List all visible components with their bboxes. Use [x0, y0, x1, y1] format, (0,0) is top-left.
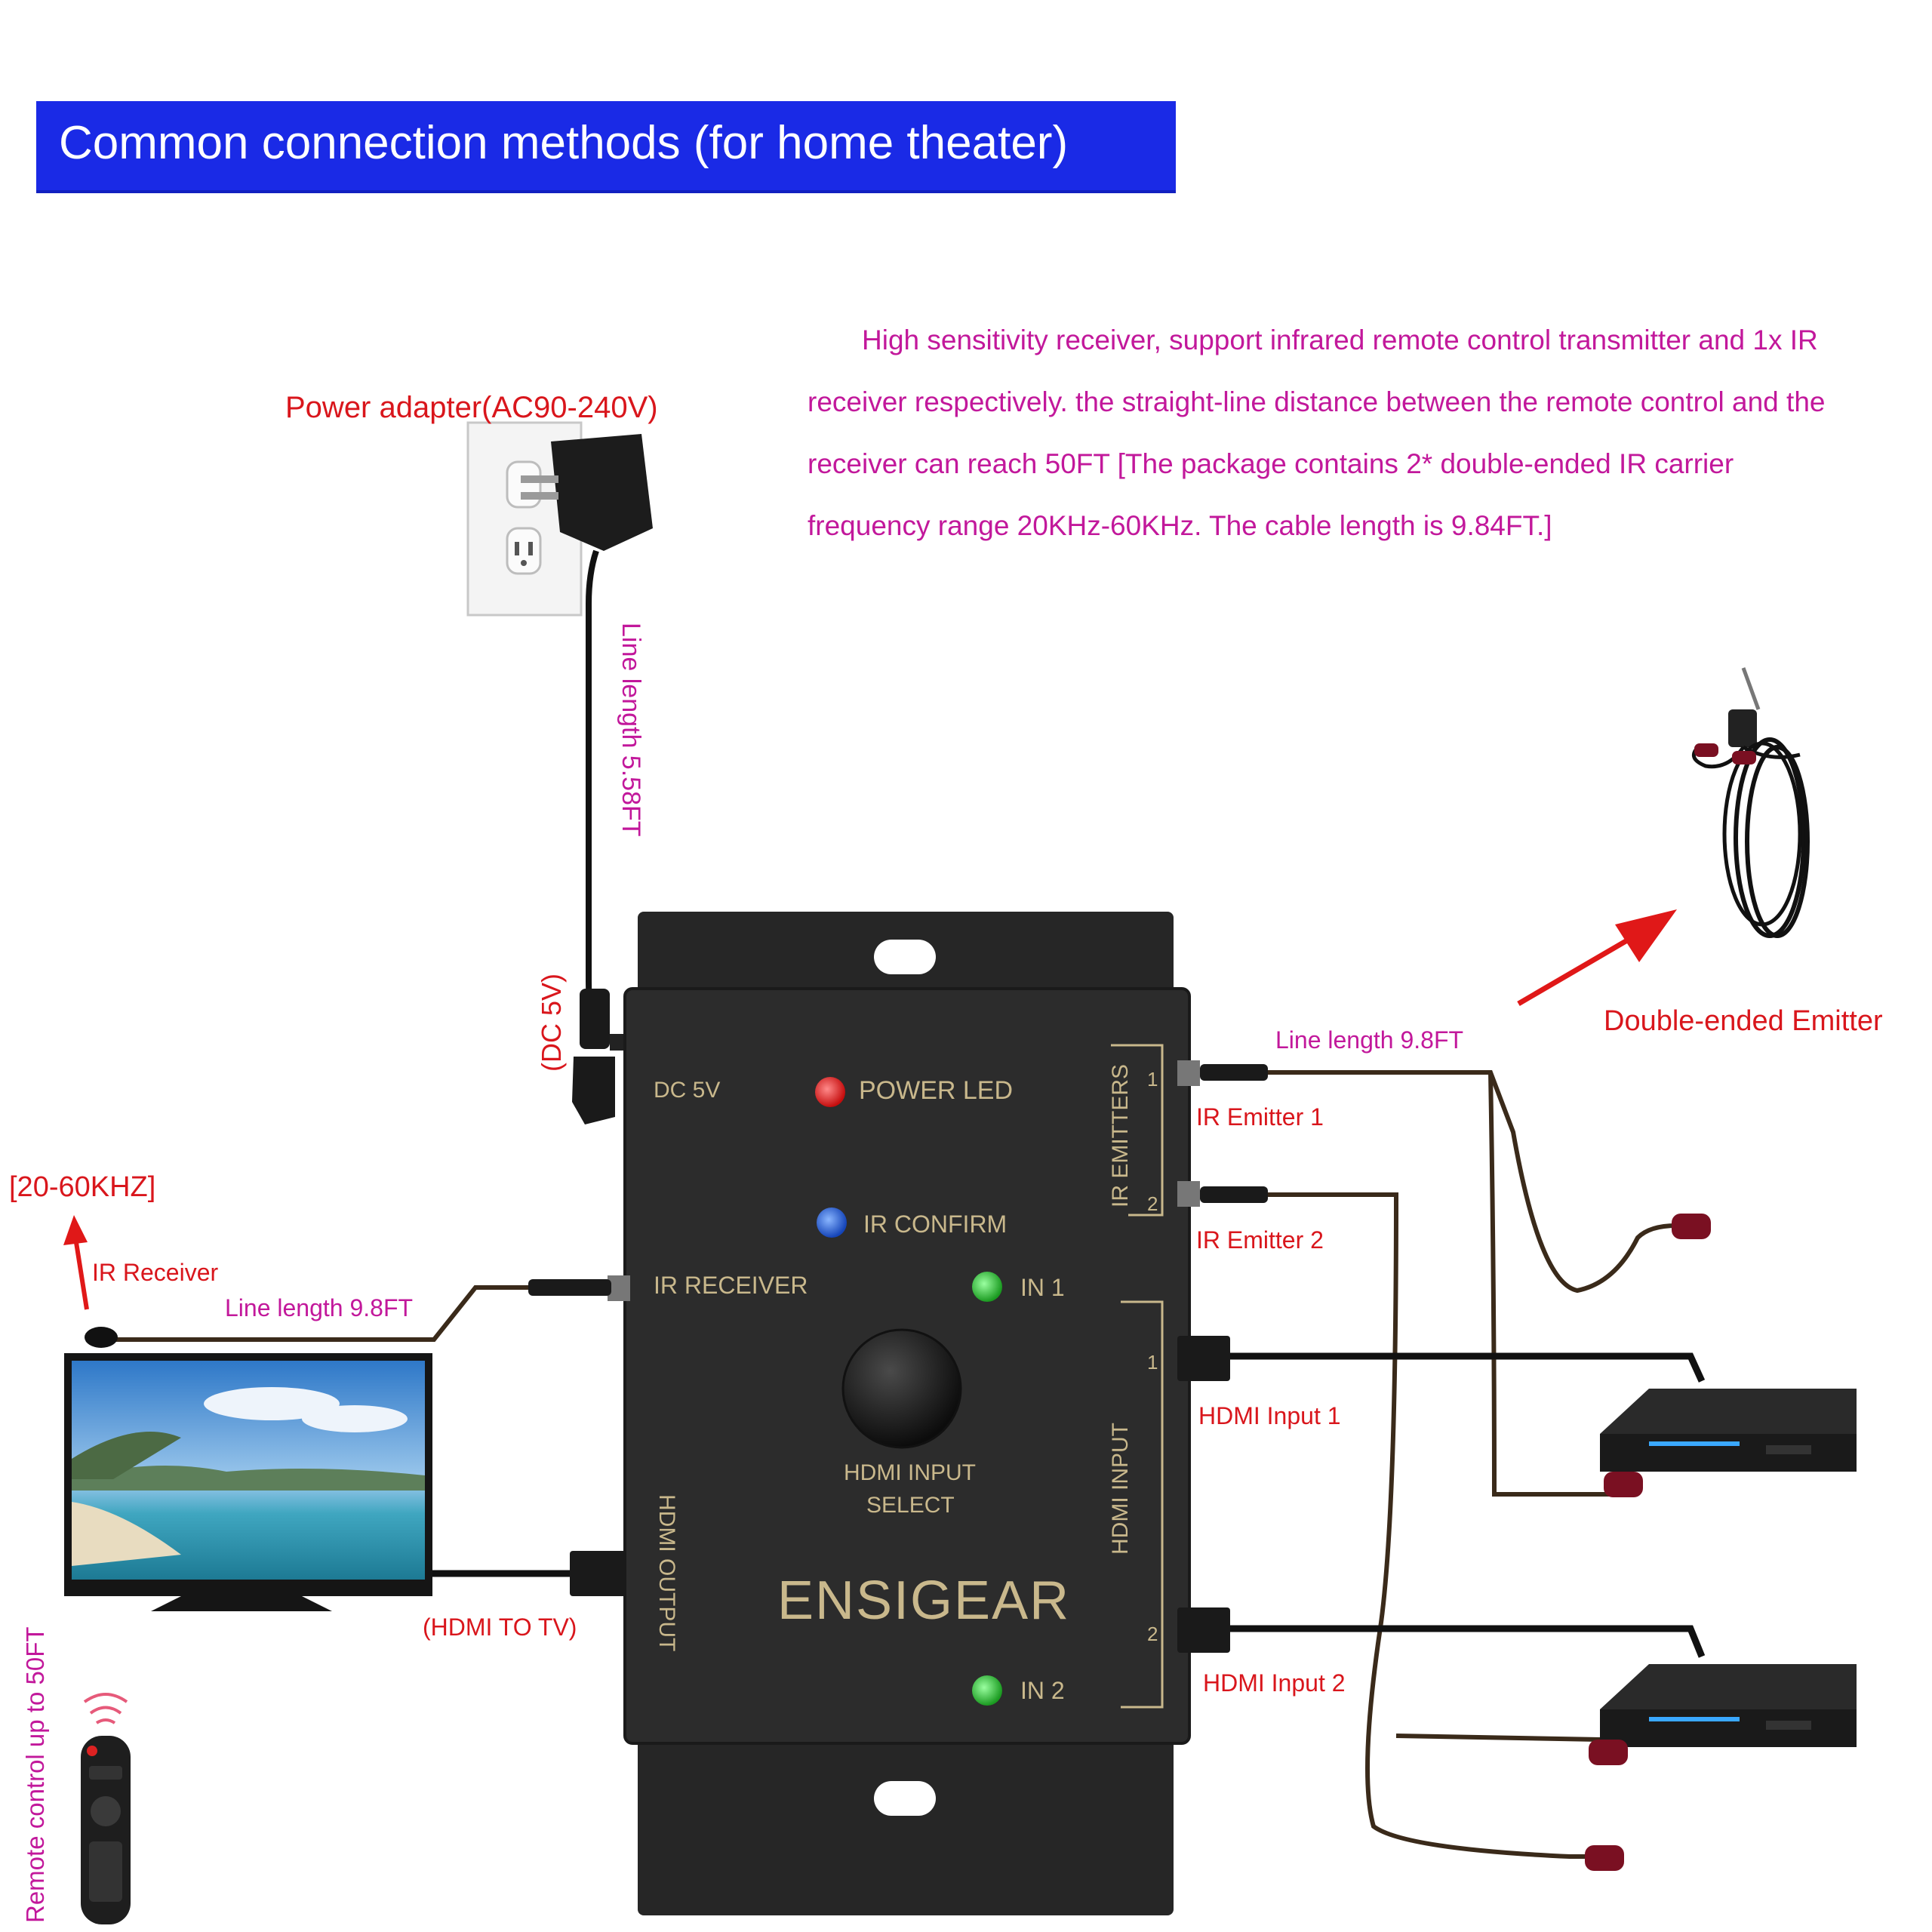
- ir-emitter-2-label: IR Emitter 2: [1196, 1226, 1324, 1254]
- receiver-line-length-label: Line length 9.8FT: [225, 1294, 414, 1321]
- dvd-player-2-icon: [1600, 1664, 1857, 1747]
- ir-receiver-icon: [85, 1327, 118, 1348]
- dc-5v-label: (DC 5V): [536, 973, 567, 1072]
- double-ended-emitter-icon: [1691, 667, 1810, 938]
- device-dc5v-label: DC 5V: [654, 1078, 721, 1103]
- device-emitter-port-2: 2: [1147, 1192, 1158, 1215]
- title-banner: [36, 101, 1176, 193]
- ir-emitter-head-icon: [1589, 1740, 1628, 1765]
- ir-emitter-1-cable: [1268, 1070, 1691, 1294]
- frequency-label: [20-60KHZ]: [9, 1171, 156, 1203]
- remote-range-label: Remote control up to 50FT: [21, 1626, 49, 1923]
- device-emitter-port-1: 1: [1147, 1068, 1158, 1091]
- ir-emitter-head-icon: [1672, 1214, 1711, 1239]
- device-ir-receiver-label: IR RECEIVER: [654, 1272, 808, 1299]
- power-adapter-icon: [521, 434, 653, 551]
- device-ir-confirm-label: IR CONFIRM: [863, 1211, 1008, 1238]
- device-power-led-label: POWER LED: [859, 1076, 1014, 1105]
- arrow-diagonal-icon: [1517, 909, 1677, 1007]
- device-hdmi-input-label: HDMI INPUT: [1108, 1423, 1133, 1555]
- device-hdmi-output-label: HDMI OUTPUT: [654, 1494, 679, 1652]
- description-text: High sensitivity receiver, support infra…: [808, 325, 1826, 541]
- ir-receiver-cable: [113, 1285, 528, 1342]
- power-adapter-label: Power adapter(AC90-240V): [285, 391, 658, 424]
- device-hdmi-input-select-label-2: SELECT: [866, 1493, 955, 1518]
- arrow-up-icon: [63, 1215, 89, 1310]
- remote-control-icon: [81, 1693, 131, 1924]
- device-in1-label: IN 1: [1020, 1274, 1065, 1301]
- ir-emitter-1b-cable: [1488, 1072, 1615, 1497]
- dvd-player-1-icon: [1600, 1389, 1857, 1472]
- tv-icon: [64, 1353, 432, 1611]
- device-hdmi-input-select-label-1: HDMI INPUT: [844, 1460, 976, 1485]
- hdmi-switch-device: [570, 912, 1230, 1915]
- page-title: Common connection methods (for home thea…: [59, 117, 1069, 169]
- double-ended-emitter-label: Double-ended Emitter: [1604, 1005, 1883, 1037]
- ir-emitter-2-cable: [1268, 1192, 1600, 1859]
- ir-emitter-2b-cable: [1395, 1734, 1601, 1742]
- hdmi-to-tv-label: (HDMI TO TV): [423, 1614, 577, 1641]
- device-brand-logo: ENSIGEAR: [777, 1571, 1071, 1631]
- hdmi-input-2-label: HDMI Input 2: [1203, 1669, 1346, 1697]
- device-hdmi-port-2: 2: [1147, 1623, 1158, 1645]
- ir-receiver-label: IR Receiver: [92, 1259, 219, 1286]
- hdmi-input-1-cable: [1230, 1352, 1706, 1383]
- ir-emitter-head-icon: [1585, 1845, 1624, 1871]
- ir-emitter-1-label: IR Emitter 1: [1196, 1103, 1324, 1131]
- hdmi-input-1-label: HDMI Input 1: [1198, 1402, 1341, 1429]
- device-hdmi-port-1: 1: [1147, 1351, 1158, 1374]
- ir-emitter-head-icon: [1604, 1472, 1643, 1497]
- device-ir-emitters-label: IR EMITTERS: [1108, 1063, 1133, 1208]
- power-line-length-label: Line length 5.58FT: [617, 623, 645, 837]
- emitter-line-length-label: Line length 9.8FT: [1275, 1026, 1464, 1054]
- power-cable: [586, 549, 599, 1043]
- hdmi-input-2-cable: [1230, 1625, 1706, 1658]
- dc-plug-icon: [572, 989, 640, 1124]
- device-in2-label: IN 2: [1020, 1677, 1065, 1704]
